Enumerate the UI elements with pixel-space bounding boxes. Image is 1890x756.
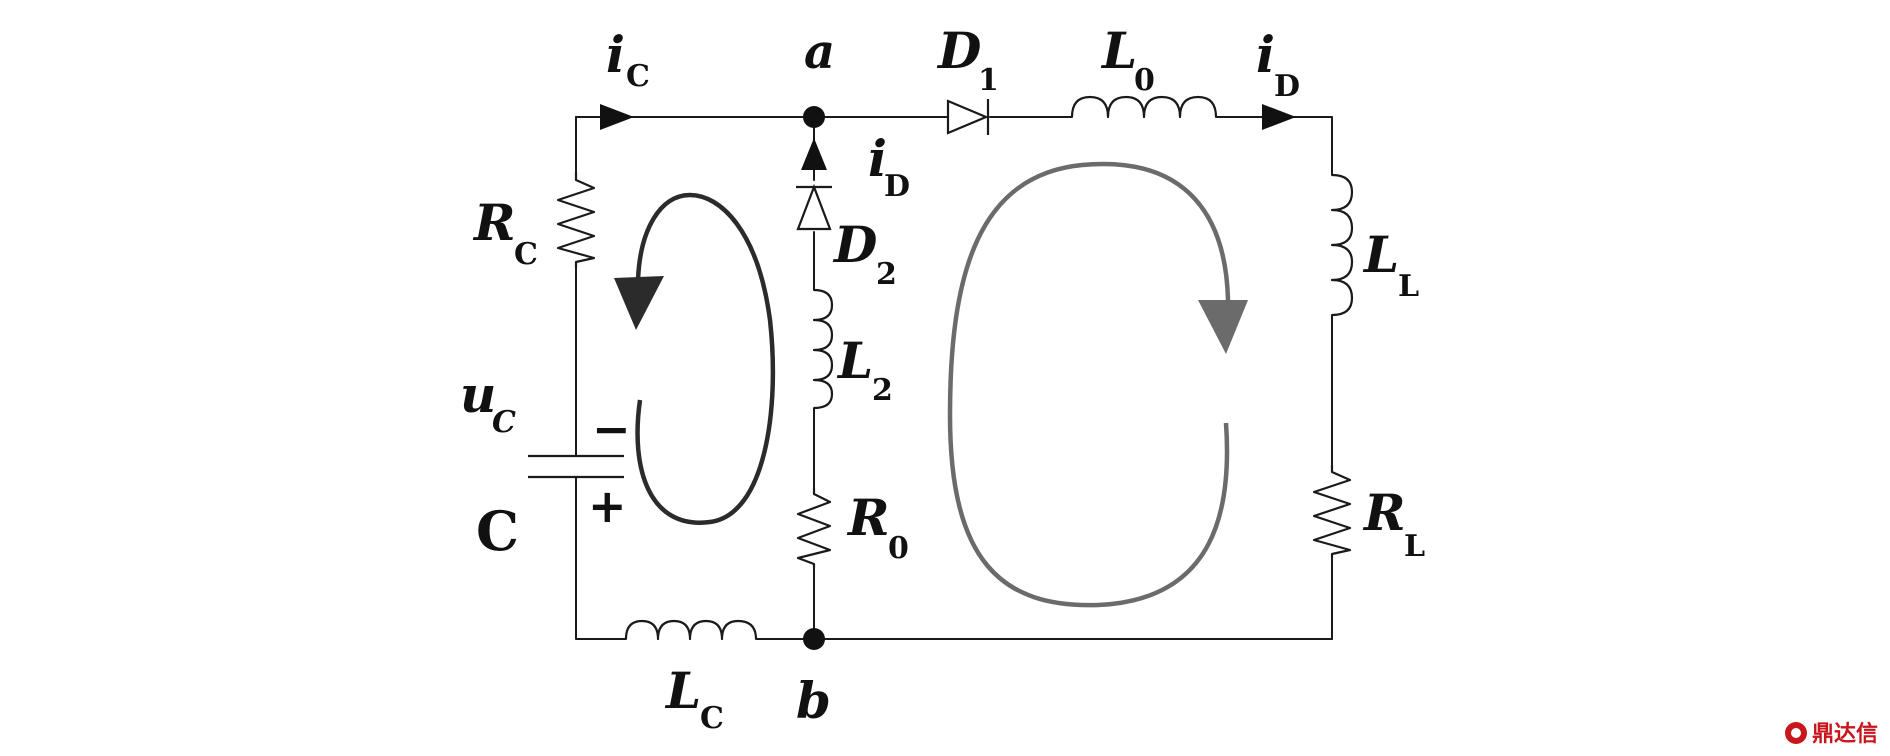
label-d1-sub: 1 xyxy=(978,63,999,98)
label-c: C xyxy=(476,499,519,563)
label-r0: R 0 xyxy=(846,488,909,566)
label-node-a: a xyxy=(804,24,835,80)
node-a xyxy=(803,106,825,128)
label-l2-sub: 2 xyxy=(872,373,893,408)
label-rl-sub: L xyxy=(1404,529,1425,564)
label-d2: D 2 xyxy=(832,215,897,292)
resistor-rl xyxy=(1312,465,1352,558)
label-rc-sub: C xyxy=(514,237,538,272)
resistor-rc xyxy=(556,172,596,268)
label-l0: L 0 xyxy=(1100,21,1155,98)
label-id-top-main: i xyxy=(1256,25,1275,84)
label-lc-main: L xyxy=(664,661,701,720)
label-d2-sub: 2 xyxy=(876,257,897,292)
label-l0-sub: 0 xyxy=(1134,63,1155,98)
inductor-lc xyxy=(624,619,758,641)
label-l2: L 2 xyxy=(836,331,893,408)
label-l0-main: L xyxy=(1100,21,1137,80)
label-lc-sub: C xyxy=(700,701,724,736)
label-uc-sub: C xyxy=(492,405,516,440)
label-id-top: i D xyxy=(1256,25,1300,104)
label-uc: u C xyxy=(460,365,516,440)
watermark-text: 鼎达信 xyxy=(1812,721,1878,747)
resistor-r0 xyxy=(796,488,832,568)
label-ic: i C xyxy=(606,25,650,94)
label-node-b: b xyxy=(796,671,831,730)
label-rl-main: R xyxy=(1362,483,1406,542)
label-ic-main: i xyxy=(606,25,625,84)
inductor-l2 xyxy=(812,288,834,410)
diode-d2 xyxy=(796,183,832,231)
label-ll-main: L xyxy=(1362,225,1399,284)
label-d1: D 1 xyxy=(936,21,999,98)
current-arrow-id-mid xyxy=(801,138,827,170)
label-id-mid: i D xyxy=(868,129,910,204)
label-plus: + xyxy=(588,479,627,533)
label-id-top-sub: D xyxy=(1274,69,1300,104)
node-b xyxy=(803,628,825,650)
capacitor-c xyxy=(528,454,624,479)
current-arrow-id-top xyxy=(1262,104,1296,130)
label-rc: R C xyxy=(472,193,538,272)
current-arrow-ic xyxy=(600,104,634,130)
label-rl: R L xyxy=(1362,483,1425,564)
loop-left xyxy=(614,192,776,525)
label-minus: − xyxy=(592,402,631,456)
label-d2-main: D xyxy=(832,215,877,274)
wire-top-right xyxy=(1215,116,1333,176)
label-r0-main: R xyxy=(846,488,890,547)
label-rc-main: R xyxy=(472,193,516,252)
inductor-l0 xyxy=(1070,95,1218,119)
loop-right xyxy=(947,161,1248,608)
label-id-mid-sub: D xyxy=(884,169,910,204)
diode-d1 xyxy=(946,99,990,135)
label-ic-sub: C xyxy=(626,59,650,94)
label-ll: L L xyxy=(1362,225,1419,304)
label-uc-main: u xyxy=(460,365,496,424)
label-r0-sub: 0 xyxy=(888,531,909,566)
inductor-ll xyxy=(1330,173,1354,317)
label-d1-main: D xyxy=(936,21,981,80)
watermark: 鼎达信 xyxy=(1785,721,1878,747)
label-ll-sub: L xyxy=(1398,269,1419,304)
label-id-mid-main: i xyxy=(868,129,887,188)
wire-left-bottom xyxy=(575,477,627,640)
label-l2-main: L xyxy=(836,331,873,390)
label-lc: L C xyxy=(664,661,724,736)
